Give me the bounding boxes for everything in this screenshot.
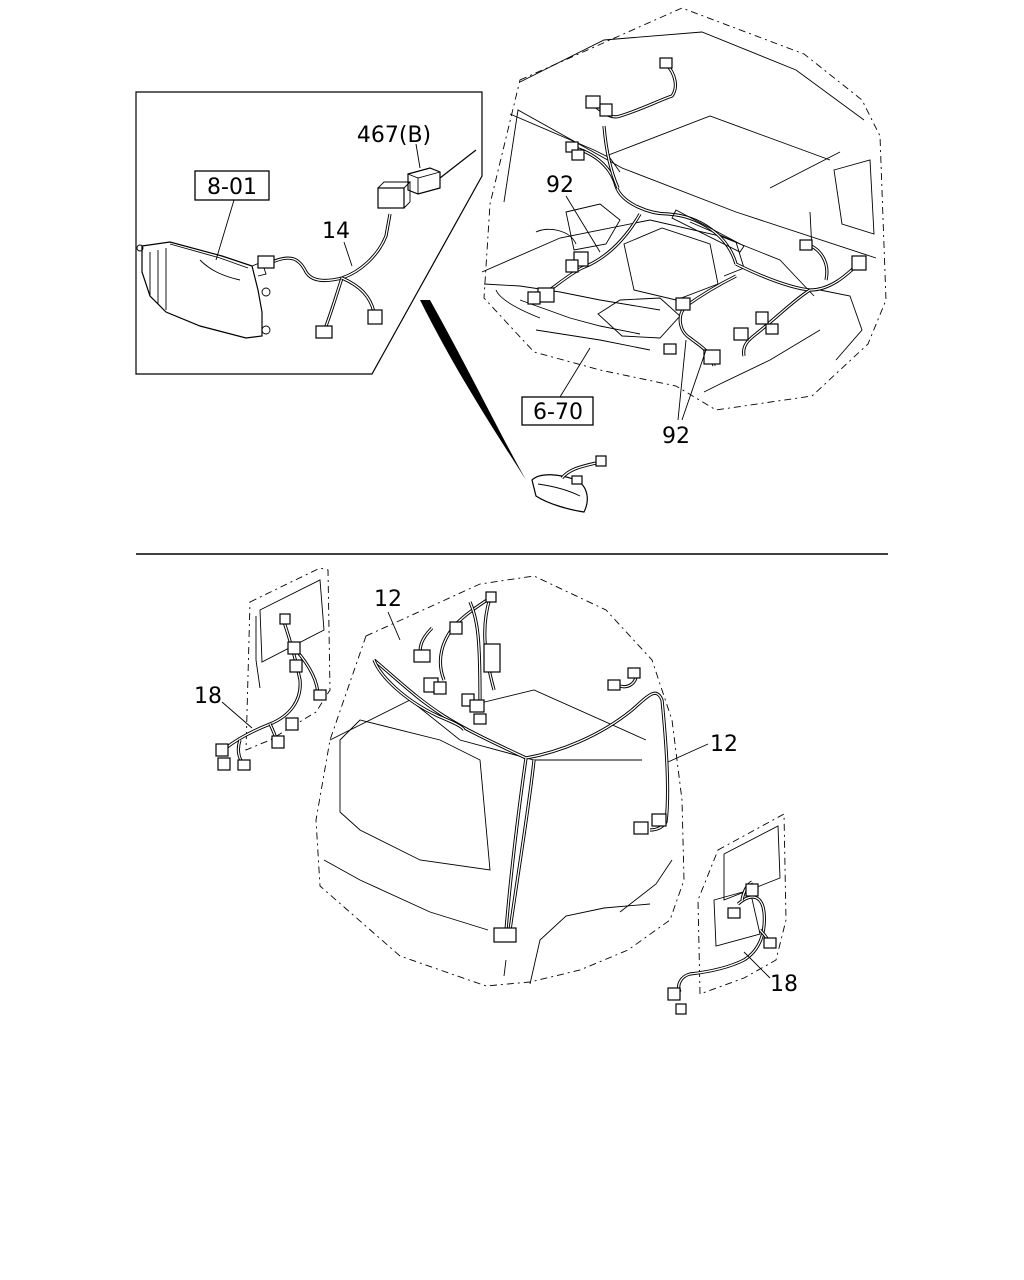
fog-lamp-illustration — [531, 455, 607, 513]
door-left-illustration — [215, 567, 331, 771]
cab-rear-illustration — [315, 575, 685, 987]
headlamp-harness — [257, 181, 412, 339]
ref-box-cab — [521, 396, 594, 426]
part-label-18-right: 18 — [770, 972, 798, 997]
bottom-section: 12 12 18 18 — [194, 567, 798, 1015]
part-label-92-upper: 92 — [546, 173, 574, 198]
detail-pointer — [420, 300, 526, 480]
door-right-illustration — [667, 813, 787, 1015]
ref-label-cab: 6-70 — [533, 400, 583, 425]
ref-box-headlamp — [194, 170, 270, 201]
cab-front-illustration — [481, 7, 887, 411]
ref-label-headlamp: 8-01 — [207, 175, 257, 200]
roof-harness-12 — [372, 591, 670, 943]
part-label-18-left: 18 — [194, 684, 222, 709]
part-label-14: 14 — [322, 219, 350, 244]
part-label-12-left: 12 — [374, 587, 402, 612]
part-label-92-lower: 92 — [662, 424, 690, 449]
inset-frame — [135, 91, 483, 375]
top-section: 8-01 467(B) 14 — [135, 7, 887, 513]
headlamp-illustration — [136, 241, 271, 339]
cab-harness-92 — [527, 57, 867, 367]
part-label-12-right: 12 — [710, 732, 738, 757]
connector-467b — [407, 143, 477, 195]
part-label-467b: 467(B) — [357, 123, 431, 148]
